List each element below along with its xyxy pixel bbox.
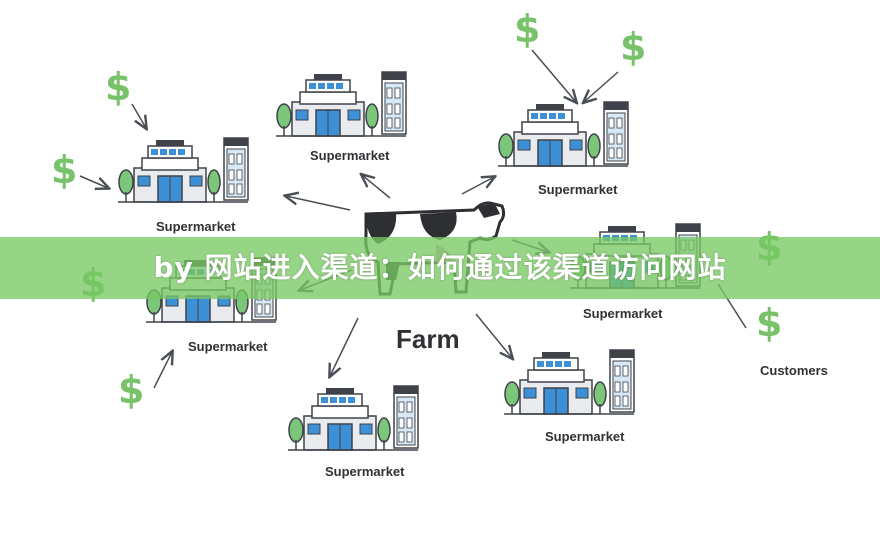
arrow-dollar-to-supermarket — [131, 103, 146, 128]
tree-icon — [118, 169, 134, 195]
fridge-icon — [381, 71, 407, 135]
supermarket-label: Supermarket — [325, 464, 405, 479]
tree-icon — [207, 169, 221, 195]
arrow-dollar-to-supermarket — [531, 49, 576, 102]
store-building-icon — [504, 349, 635, 415]
arrow-dollar-to-supermarket — [584, 71, 619, 102]
supermarket-label: Supermarket — [538, 182, 618, 197]
arrow-dollar-to-supermarket — [79, 175, 108, 188]
supermarket-label: Supermarket — [310, 148, 390, 163]
arrow-farm-to-bottomright-supermarket — [475, 313, 512, 358]
tree-icon — [377, 417, 391, 443]
supermarket-node — [504, 348, 635, 422]
fridge-icon — [223, 137, 249, 201]
customers-label: Customers — [760, 363, 828, 378]
supermarket-node — [288, 384, 419, 458]
arrow-farm-to-left-supermarket — [286, 196, 351, 211]
dollar-icon: $ — [620, 25, 647, 69]
tree-icon — [504, 381, 520, 407]
store-building-icon — [498, 101, 629, 167]
dollar-icon: $ — [51, 148, 78, 192]
fridge-icon — [603, 101, 629, 165]
store-building-icon — [276, 71, 407, 137]
farm-label: Farm — [396, 324, 460, 354]
dollar-icon: $ — [105, 65, 132, 109]
supermarket-label: Supermarket — [545, 429, 625, 444]
dollar-icon: $ — [514, 7, 541, 51]
arrow-farm-to-right-supermarket — [461, 177, 494, 195]
tree-icon — [365, 103, 379, 129]
store-building-icon — [118, 137, 249, 203]
dollar-icon: $ — [756, 301, 783, 345]
supermarket-node — [118, 136, 249, 210]
tree-icon — [276, 103, 292, 129]
supermarket-node — [276, 70, 407, 144]
tree-icon — [288, 417, 304, 443]
banner-text: by 网站进入渠道：如何通过该渠道访问网站 — [153, 251, 727, 284]
tree-icon — [587, 133, 601, 159]
supermarket-node — [498, 100, 629, 174]
arrow-dollar-to-supermarket — [153, 352, 172, 389]
tree-icon — [593, 381, 607, 407]
watermark-banner: by 网站进入渠道：如何通过该渠道访问网站 — [0, 237, 880, 299]
arrow-farm-to-bottom-supermarket — [330, 317, 359, 376]
supermarket-label: Supermarket — [156, 219, 236, 234]
fridge-icon — [609, 349, 635, 413]
tree-icon — [498, 133, 514, 159]
supermarket-label: Supermarket — [188, 339, 268, 354]
fridge-icon — [393, 385, 419, 449]
arrow-farm-to-top-supermarket — [362, 175, 391, 199]
supermarket-label: Supermarket — [583, 306, 663, 321]
dollar-icon: $ — [118, 368, 145, 412]
store-building-icon — [288, 385, 419, 451]
